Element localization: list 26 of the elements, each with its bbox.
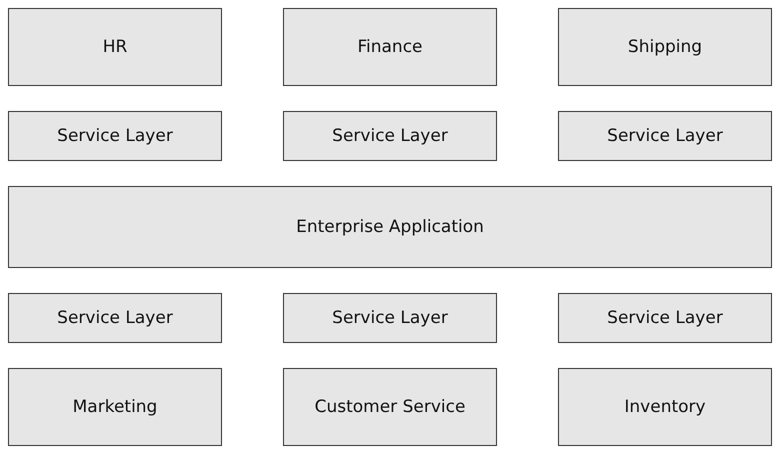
box-label: Finance — [357, 37, 423, 57]
layer-box — [558, 293, 772, 343]
layer-box — [8, 8, 222, 86]
layer-box — [283, 111, 497, 161]
box-label: Service Layer — [57, 126, 173, 146]
box-label: Enterprise Application — [296, 217, 484, 237]
layer-box — [283, 368, 497, 446]
layer-box — [283, 8, 497, 86]
box-label: Inventory — [624, 397, 706, 417]
layer-box — [8, 186, 772, 268]
box-label: Marketing — [72, 397, 158, 417]
box-label: Customer Service — [314, 397, 466, 417]
layer-box — [8, 293, 222, 343]
layer-box — [558, 8, 772, 86]
box-label: Service Layer — [607, 308, 723, 328]
layer-box — [8, 111, 222, 161]
layer-box — [558, 368, 772, 446]
layer-box — [8, 368, 222, 446]
box-label: Service Layer — [332, 126, 448, 146]
box-label: Shipping — [628, 37, 702, 57]
layer-box — [558, 111, 772, 161]
box-label: HR — [102, 37, 128, 57]
box-label: Service Layer — [607, 126, 723, 146]
box-label: Service Layer — [57, 308, 173, 328]
box-label: Service Layer — [332, 308, 448, 328]
layer-box — [283, 293, 497, 343]
